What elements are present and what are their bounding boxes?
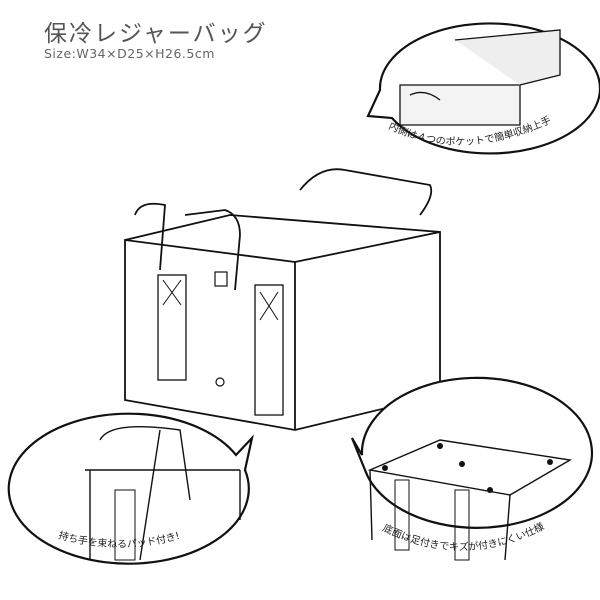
callout-bubble-handle: [7, 412, 254, 565]
callout-bubble-inside: [366, 22, 600, 155]
product-size: Size:W34×D25×H26.5cm: [44, 46, 215, 61]
cooler-bag-main: [124, 168, 441, 431]
product-title: 保冷レジャーバッグ: [44, 21, 268, 47]
callout-bubble-bottom: [350, 376, 594, 561]
